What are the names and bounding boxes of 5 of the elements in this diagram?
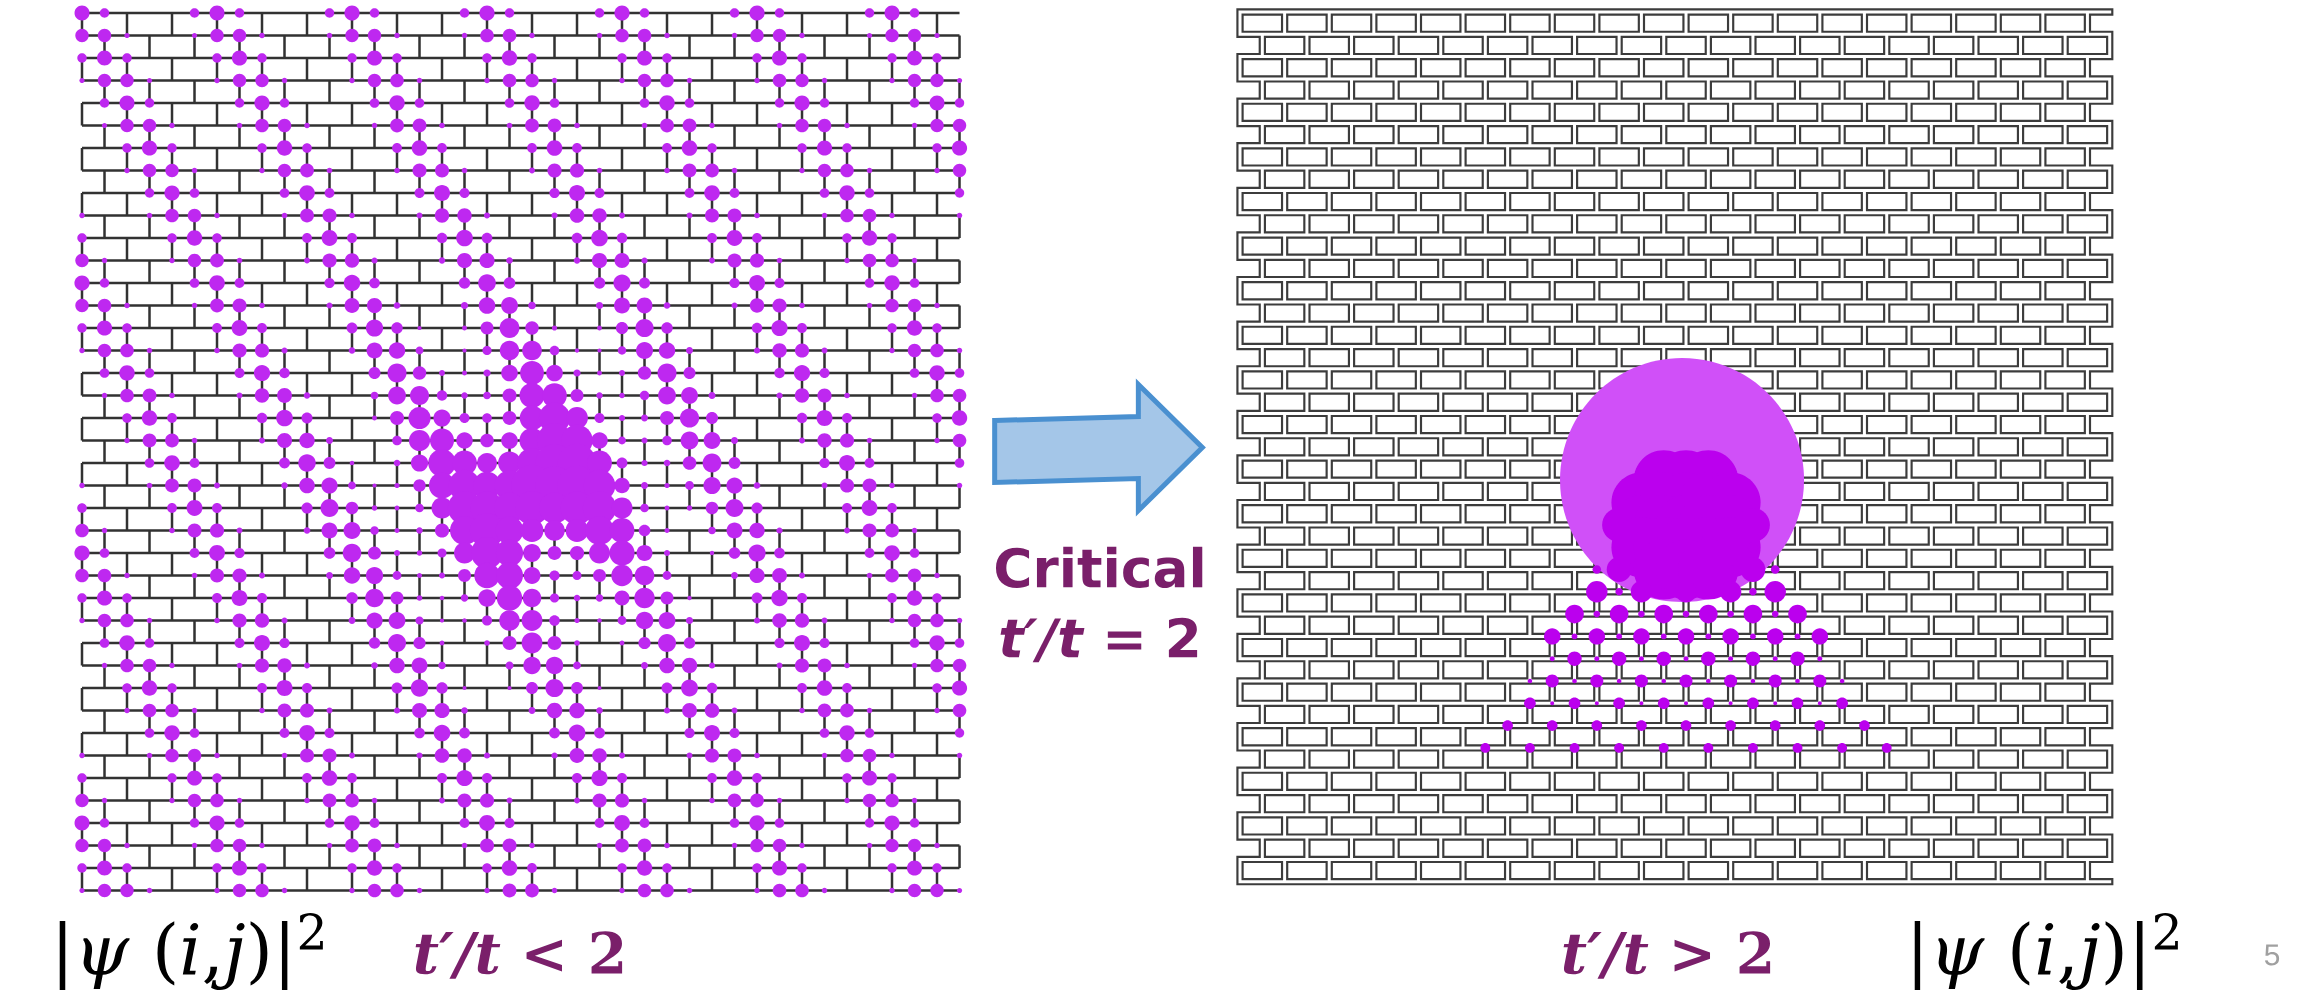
block-arrow — [992, 378, 1206, 517]
page-number: 5 — [2264, 944, 2280, 966]
lattice-drawing — [74, 5, 968, 898]
lattice-drawing — [1236, 8, 2114, 886]
edge-label: Critical t′/t = 2 — [996, 546, 1203, 663]
